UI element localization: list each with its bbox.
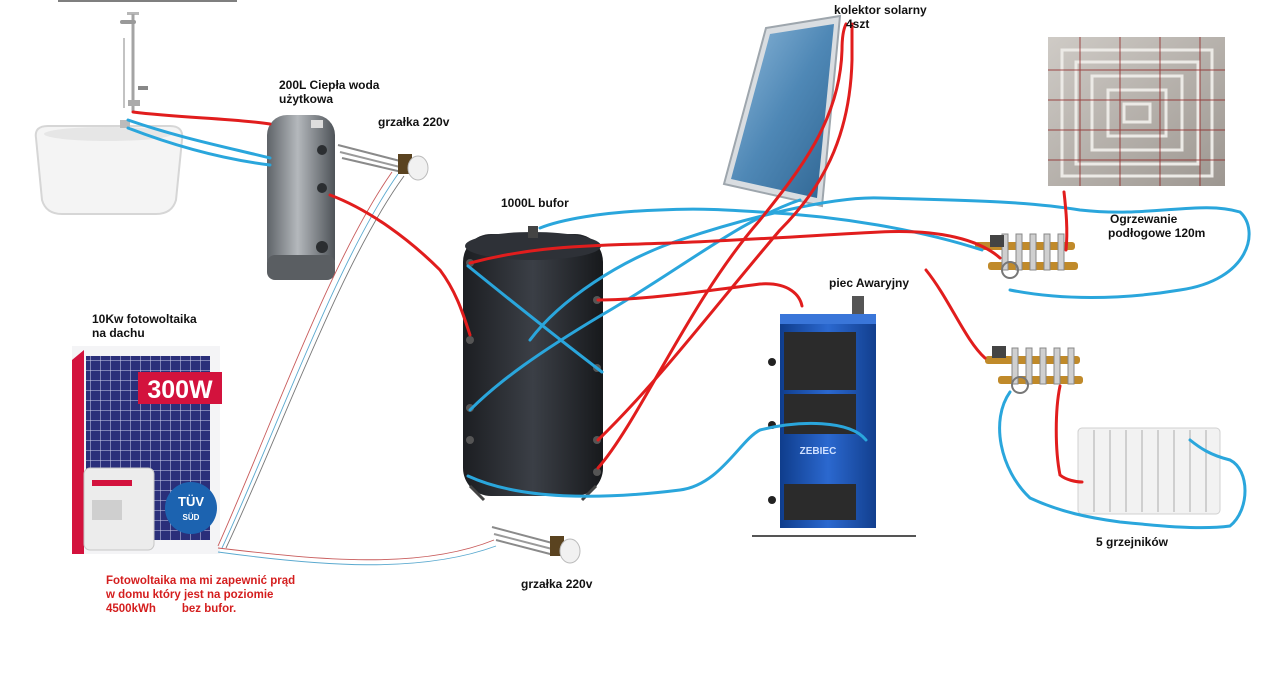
immersion-heater-top xyxy=(337,144,429,181)
heater-bottom-label: grzałka 220v xyxy=(521,577,593,591)
pv-label: 10Kw fotowoltaika na dachu xyxy=(92,312,197,340)
pv-note: Fotowoltaika ma mi zapewnić prąd w domu … xyxy=(106,574,295,616)
pv-note-suffix: bez bufor. xyxy=(181,603,237,615)
radiators-label: 5 grzejników xyxy=(1096,535,1169,549)
bathtub xyxy=(34,120,184,215)
pv-label-line1: 10Kw fotowoltaika xyxy=(92,312,197,326)
solar-label-line2: 4szt xyxy=(846,17,870,31)
tuv-badge xyxy=(165,482,217,534)
shower-column xyxy=(120,12,148,112)
floor-heating-label-line2: podłogowe 120m xyxy=(1108,226,1206,240)
pv-note-line2: w domu który jest na poziomie xyxy=(106,589,274,601)
cold-pipes xyxy=(126,118,1251,530)
cold-pipe-cross xyxy=(466,264,604,374)
emergency-stove xyxy=(752,296,916,537)
floor-heating-photo xyxy=(1048,37,1225,186)
manifold-floor xyxy=(975,233,1078,279)
tuv-badge-line1: TÜV xyxy=(178,494,204,509)
floor-heating-label: Ogrzewanie podłogowe 120m xyxy=(1108,212,1205,240)
pv-label-line2: na dachu xyxy=(92,326,145,340)
boiler-label-line2: użytkowa xyxy=(279,92,334,106)
manifold-radiators xyxy=(985,346,1083,394)
boiler-label: 200L Ciepła woda użytkowa xyxy=(279,78,379,106)
tuv-badge-line2: SÜD xyxy=(183,513,200,522)
pv-note-line1: Fotowoltaika ma mi zapewnić prąd xyxy=(106,575,296,587)
buffer-tank-1000l xyxy=(463,226,603,502)
boiler-label-line1: 200L Ciepła woda xyxy=(279,78,380,92)
immersion-heater-bottom xyxy=(491,526,581,564)
radiator xyxy=(1077,427,1221,515)
hot-water-boiler-200l xyxy=(267,115,335,280)
stove-label: piec Awaryjny xyxy=(829,276,910,290)
pv-note-value: 4500kWh xyxy=(106,603,156,615)
pv-badge-bg xyxy=(138,372,222,404)
buffer-label: 1000L bufor xyxy=(501,196,569,210)
pv-note-line3: 4500kWh bez bufor. xyxy=(106,602,295,616)
hot-pipes xyxy=(131,22,1084,484)
solar-label: kolektor solarny 4szt xyxy=(834,3,927,31)
solar-label-line1: kolektor solarny xyxy=(834,3,927,17)
electric-wires xyxy=(217,171,497,566)
floor-heating-label-line1: Ogrzewanie xyxy=(1110,212,1178,226)
stove-brand: ZEBIEC xyxy=(800,446,837,457)
pv-badge-text: 300W xyxy=(147,376,213,404)
pv-module-image xyxy=(72,346,222,554)
heater-top-label: grzałka 220v xyxy=(378,115,450,129)
